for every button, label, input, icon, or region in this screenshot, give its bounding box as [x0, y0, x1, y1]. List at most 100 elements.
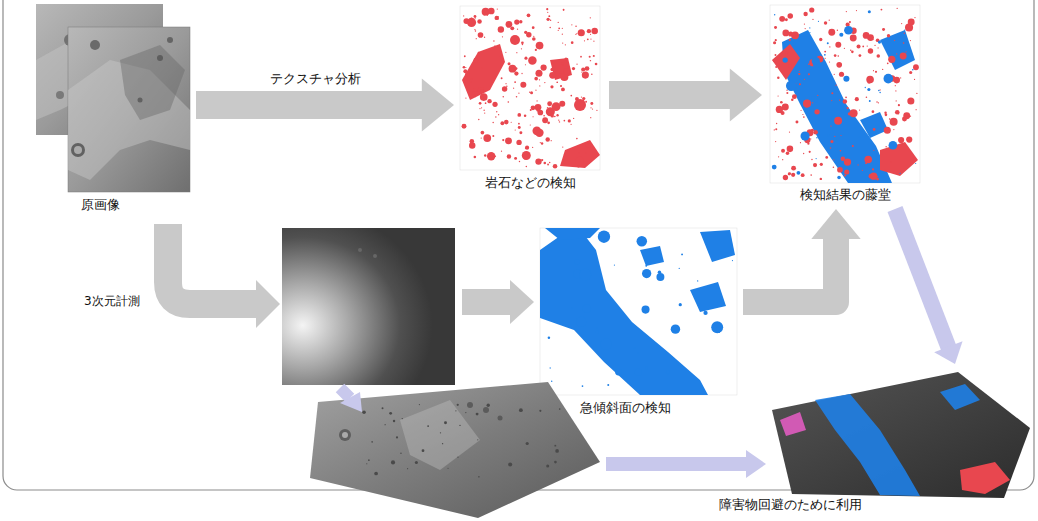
speckle [521, 73, 522, 74]
speckle [666, 370, 670, 374]
speckle [530, 124, 531, 125]
flow-arrow [609, 68, 762, 121]
speckle [645, 367, 648, 370]
speckle [785, 18, 788, 21]
speckle [874, 45, 875, 46]
speckle [518, 123, 520, 125]
speckle [824, 54, 826, 56]
speckle [525, 148, 526, 149]
speckle [562, 146, 563, 147]
rock-detection-image [460, 6, 600, 170]
speckle [540, 45, 541, 46]
speckle [507, 154, 511, 158]
depth-map-image-part [358, 248, 362, 252]
speckle [526, 166, 528, 168]
speckle [576, 64, 577, 65]
depth-to-terrain-arrow [340, 388, 362, 412]
speckle [574, 259, 580, 265]
speckle [520, 82, 526, 88]
speckle [492, 122, 493, 123]
flow-arrow [743, 209, 861, 302]
speckle [510, 26, 514, 30]
speckle [535, 70, 542, 77]
speckle [539, 79, 540, 80]
speckle [551, 114, 554, 117]
speckle [522, 151, 531, 160]
arrow-head [730, 68, 762, 121]
speckle [592, 108, 593, 109]
arrow-head [811, 209, 860, 239]
speckle [788, 172, 791, 175]
speckle [895, 110, 900, 115]
speckle [836, 62, 842, 68]
speckle [865, 87, 866, 88]
final-3d-image-part [815, 394, 920, 496]
depth-to-slope-arrow [462, 280, 534, 324]
speckle [678, 364, 680, 366]
speckle [904, 29, 905, 30]
speckle [502, 96, 504, 98]
speckle [782, 30, 789, 37]
speckle [475, 96, 477, 98]
speckle [547, 101, 552, 106]
speckle [847, 179, 848, 180]
speckle [869, 100, 871, 102]
original-image-front-part [71, 143, 85, 157]
speckle [562, 34, 563, 35]
speckle [773, 41, 776, 44]
speckle [519, 20, 522, 23]
speckle [545, 137, 549, 141]
speckle [843, 76, 849, 82]
speckle [818, 21, 819, 22]
speckle [484, 37, 485, 38]
speckle [827, 134, 829, 136]
speckle [607, 384, 609, 386]
speckle [795, 120, 798, 123]
speckle [578, 29, 585, 36]
speckle [813, 130, 818, 135]
speckle [548, 337, 551, 340]
final-3d-image-part [780, 412, 806, 436]
speckle [497, 16, 499, 18]
speckle [576, 138, 578, 140]
measure-arrow-part [168, 224, 258, 304]
speckle [539, 410, 541, 412]
speckle [507, 26, 509, 28]
speckle [791, 166, 796, 171]
speckle [554, 461, 557, 464]
speckle [470, 81, 471, 82]
speckle [504, 120, 509, 125]
speckle [530, 109, 532, 111]
speckle [834, 117, 842, 125]
speckle [717, 302, 718, 303]
speckle [876, 101, 877, 102]
speckle [593, 55, 595, 57]
steep-slope-image-part [540, 228, 737, 395]
speckle [536, 42, 544, 50]
arrow-head [934, 341, 962, 364]
speckle [866, 97, 868, 99]
speckle [514, 19, 519, 24]
speckle [576, 317, 586, 327]
speckle [531, 105, 536, 110]
speckle [582, 72, 589, 79]
speckle [839, 92, 840, 93]
speckle [893, 77, 900, 84]
speckle [877, 54, 881, 58]
speckle [679, 303, 682, 306]
speckle [442, 443, 443, 444]
speckle [463, 15, 464, 16]
terrain-to-final-arrow-part [746, 450, 766, 478]
speckle [487, 404, 490, 407]
speckle [914, 79, 915, 80]
speckle [564, 154, 565, 155]
speckle [477, 439, 478, 440]
speckle [829, 20, 830, 21]
speckle [786, 92, 788, 94]
speckle [463, 69, 467, 73]
speckle [502, 36, 503, 37]
speckle [540, 142, 541, 143]
speckle [888, 56, 895, 63]
speckle [478, 476, 480, 478]
